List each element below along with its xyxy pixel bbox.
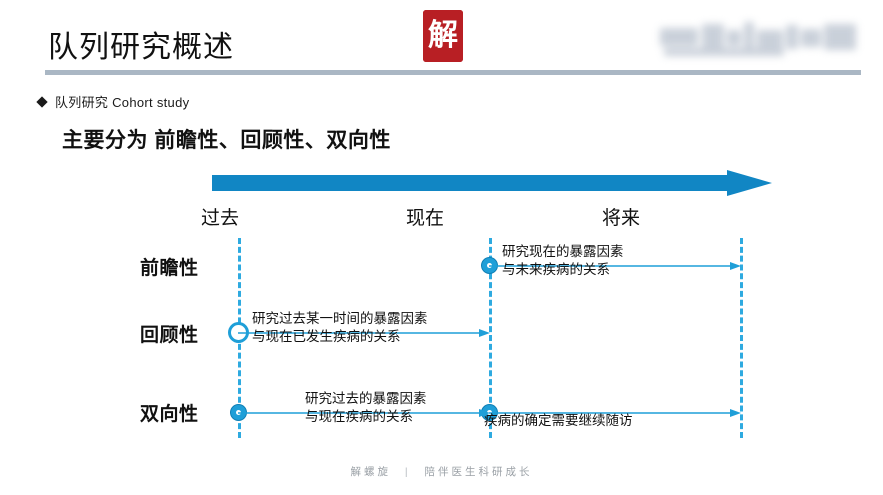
footer-brand: 解螺旋 [350, 466, 391, 478]
caption-line: 研究过去某一时间的暴露因素 [252, 311, 428, 326]
subheading: 主要分为 前瞻性、回顾性、双向性 [62, 129, 391, 152]
diamond-bullet-icon [36, 95, 48, 108]
time-axis-arrow [212, 170, 772, 196]
timeline-label-past: 过去 [201, 208, 240, 229]
row-label-retrospective: 回顾性 [140, 325, 199, 346]
caption-retrospective: 研究过去某一时间的暴露因素 与现在已发生疾病的关系 [252, 310, 428, 346]
connector-arrow-prospective [489, 262, 741, 270]
caption-prospective: 研究现在的暴露因素 与未来疾病的关系 [502, 243, 624, 279]
row-label-ambidirectional: 双向性 [140, 404, 199, 425]
caption-line: 与现在疾病的关系 [305, 409, 413, 425]
timeline-label-present: 现在 [406, 208, 445, 229]
caption-ambidirectional-past: 研究过去的暴露因素 与现在疾病的关系 [305, 390, 427, 426]
red-seal-logo-icon: 解 [421, 8, 465, 64]
caption-line: 疾病的确定需要继续随访 [484, 413, 633, 428]
connector-arrow-retrospective [238, 329, 490, 337]
row-label-prospective: 前瞻性 [140, 258, 199, 279]
connector-arrow-ambidirectional-past [238, 409, 490, 417]
footer-tagline: 陪伴医生科研成长 [424, 466, 533, 478]
footer: 解螺旋 | 陪伴医生科研成长 [0, 464, 883, 479]
seal-character: 解 [423, 10, 463, 62]
era-line-present [489, 238, 492, 438]
title-divider [45, 70, 861, 75]
caption-line: 与现在已发生疾病的关系 [252, 329, 401, 345]
bullet-line: 队列研究 Cohort study [36, 92, 190, 111]
page-title: 队列研究概述 [48, 31, 234, 64]
caption-line: 研究现在的暴露因素 [502, 244, 624, 259]
timeline-label-future: 将来 [602, 208, 641, 229]
bullet-label: 队列研究 Cohort study [55, 95, 190, 110]
era-line-future [740, 238, 743, 438]
caption-ambidirectional-future: 疾病的确定需要继续随访 [484, 412, 633, 430]
connector-arrow-ambidirectional-future [489, 409, 741, 417]
footer-separator: | [404, 466, 411, 478]
caption-line: 研究过去的暴露因素 [305, 391, 427, 406]
caption-line: 与未来疾病的关系 [502, 262, 610, 278]
blurred-brand-logo [656, 18, 861, 62]
